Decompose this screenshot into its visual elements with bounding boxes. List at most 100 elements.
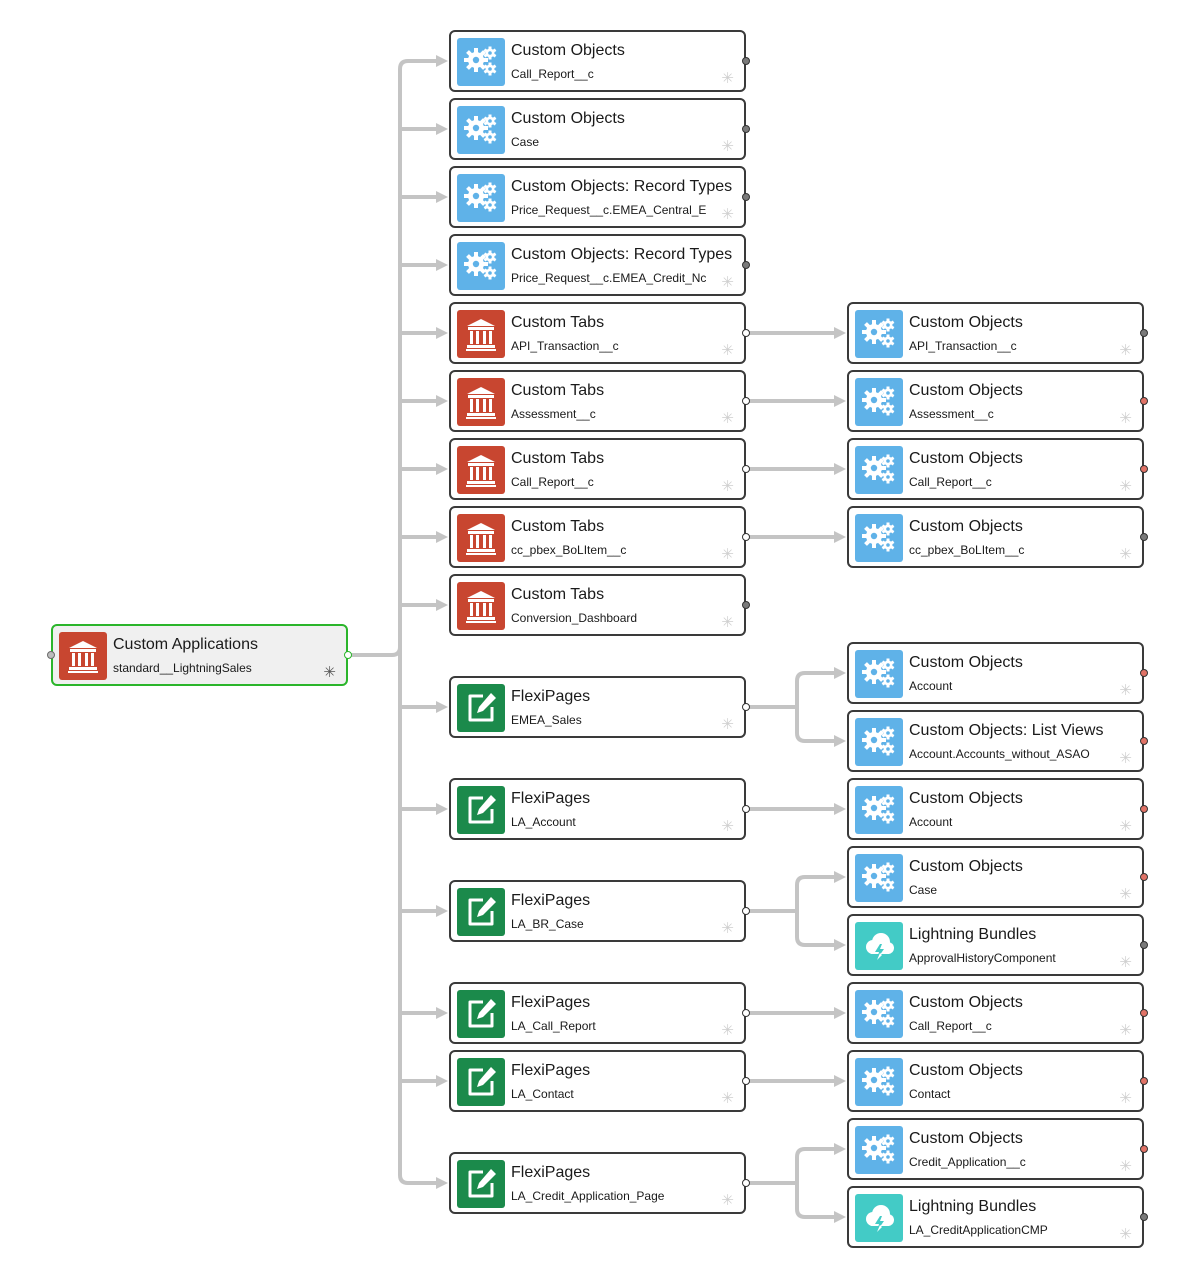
- asterisk-icon[interactable]: ✳: [721, 1022, 734, 1039]
- output-port[interactable]: [1140, 1145, 1148, 1153]
- asterisk-icon[interactable]: ✳: [721, 716, 734, 733]
- arrow-head: [834, 871, 846, 883]
- output-port[interactable]: [1140, 1077, 1148, 1085]
- output-port[interactable]: [1140, 533, 1148, 541]
- asterisk-icon[interactable]: ✳: [323, 664, 336, 681]
- node-type: Custom Tabs: [511, 450, 605, 467]
- asterisk-icon[interactable]: ✳: [1119, 1090, 1132, 1107]
- input-port[interactable]: [47, 651, 55, 659]
- asterisk-icon[interactable]: ✳: [1119, 1226, 1132, 1243]
- output-port[interactable]: [1140, 397, 1148, 405]
- output-port[interactable]: [742, 601, 750, 609]
- asterisk-icon[interactable]: ✳: [721, 274, 734, 291]
- output-port[interactable]: [742, 193, 750, 201]
- output-port[interactable]: [742, 125, 750, 133]
- output-port[interactable]: [1140, 669, 1148, 677]
- output-port[interactable]: [1140, 873, 1148, 881]
- output-port[interactable]: [742, 533, 750, 541]
- asterisk-icon[interactable]: ✳: [1119, 886, 1132, 903]
- asterisk-icon[interactable]: ✳: [721, 1192, 734, 1209]
- output-port[interactable]: [742, 329, 750, 337]
- output-port[interactable]: [742, 1179, 750, 1187]
- asterisk-icon[interactable]: ✳: [1119, 682, 1132, 699]
- output-port[interactable]: [742, 57, 750, 65]
- node-type: Custom Objects: [909, 994, 1023, 1011]
- asterisk-icon[interactable]: ✳: [1119, 1022, 1132, 1039]
- output-port[interactable]: [1140, 465, 1148, 473]
- output-port[interactable]: [742, 465, 750, 473]
- edit-icon: [457, 684, 505, 732]
- asterisk-icon[interactable]: ✳: [1119, 750, 1132, 767]
- output-port[interactable]: [742, 261, 750, 269]
- output-port[interactable]: [742, 1077, 750, 1085]
- arrow-head: [436, 55, 448, 67]
- root-node[interactable]: Custom Applications standard__LightningS…: [47, 624, 352, 686]
- asterisk-icon[interactable]: ✳: [721, 342, 734, 359]
- asterisk-icon[interactable]: ✳: [1119, 478, 1132, 495]
- asterisk-icon[interactable]: ✳: [721, 70, 734, 87]
- asterisk-icon[interactable]: ✳: [1119, 818, 1132, 835]
- asterisk-icon[interactable]: ✳: [1119, 342, 1132, 359]
- asterisk-icon[interactable]: ✳: [721, 206, 734, 223]
- arrow-head: [436, 259, 448, 271]
- arrow-head: [834, 1075, 846, 1087]
- asterisk-icon[interactable]: ✳: [1119, 954, 1132, 971]
- node-name: Assessment__c: [909, 407, 994, 421]
- asterisk-icon[interactable]: ✳: [1119, 1158, 1132, 1175]
- asterisk-icon[interactable]: ✳: [721, 614, 734, 631]
- output-port[interactable]: [1140, 737, 1148, 745]
- output-port[interactable]: [742, 907, 750, 915]
- asterisk-icon[interactable]: ✳: [721, 818, 734, 835]
- child-connector: [795, 707, 837, 743]
- output-port[interactable]: [1140, 1009, 1148, 1017]
- asterisk-icon[interactable]: ✳: [1119, 410, 1132, 427]
- output-port[interactable]: [742, 1009, 750, 1017]
- output-port[interactable]: [1140, 329, 1148, 337]
- output-port[interactable]: [1140, 941, 1148, 949]
- asterisk-icon[interactable]: ✳: [721, 546, 734, 563]
- output-port[interactable]: [742, 805, 750, 813]
- output-port[interactable]: [1140, 1213, 1148, 1221]
- asterisk-icon[interactable]: ✳: [721, 410, 734, 427]
- node-type: FlexiPages: [511, 994, 591, 1011]
- output-port[interactable]: [742, 397, 750, 405]
- asterisk-icon[interactable]: ✳: [721, 1090, 734, 1107]
- asterisk-icon[interactable]: ✳: [1119, 546, 1132, 563]
- output-port[interactable]: [344, 651, 352, 659]
- node-name: Call_Report__c: [909, 1019, 992, 1033]
- output-port[interactable]: [1140, 805, 1148, 813]
- asterisk-icon[interactable]: ✳: [721, 478, 734, 495]
- bank-icon: [457, 378, 505, 426]
- asterisk-icon[interactable]: ✳: [721, 920, 734, 937]
- output-port[interactable]: [742, 703, 750, 711]
- asterisk-icon[interactable]: ✳: [721, 138, 734, 155]
